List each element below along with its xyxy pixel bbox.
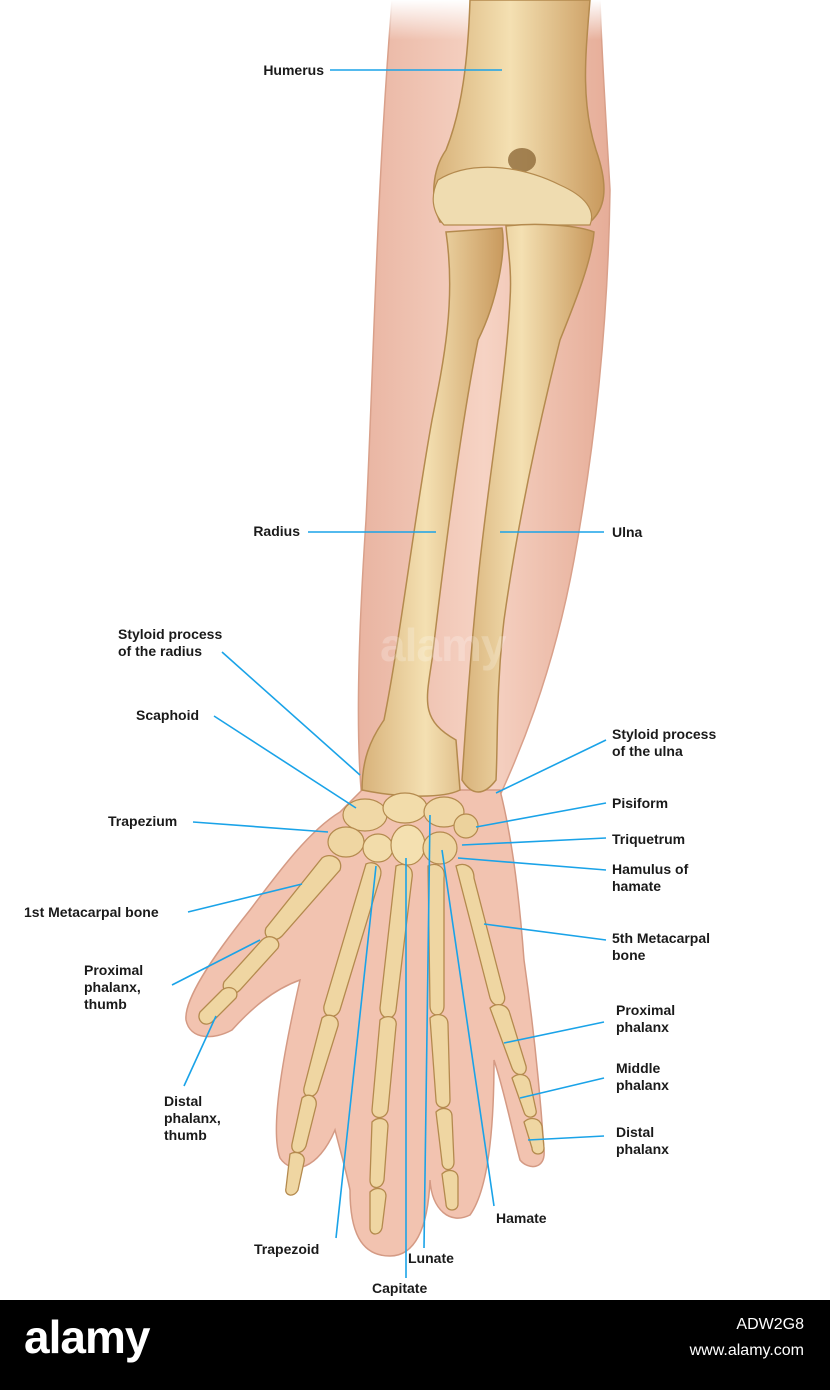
leader-lines [171,69,607,1278]
leader-hamulus [457,857,607,871]
site-url: www.alamy.com [689,1342,804,1359]
leader-distal-phalanx-thumb [183,1015,217,1087]
image-id: ADW2G8 [736,1316,804,1333]
leader-trapezoid [335,865,377,1239]
leader-middle-phalanx [519,1077,605,1099]
leader-triquetrum [461,837,607,846]
label-trapezoid: Trapezoid [254,1241,320,1257]
leader-scaphoid [213,715,357,809]
ulna-bone [461,223,595,793]
carpal-trapezoid [362,833,394,863]
label-lunate: Lunate [408,1250,454,1266]
label-proximal-phalanx: Proximal phalanx [616,1002,676,1035]
leader-lunate [423,814,431,1249]
leader-fifth-metacarpal [483,923,607,941]
label-distal-phalanx-thumb: Distal phalanx, thumb [164,1093,221,1143]
alamy-logo: alamy [24,1311,150,1363]
carpal-triquetrum [423,796,465,828]
leader-hamate [441,849,495,1207]
middle-finger-bones [369,863,413,1235]
label-radius: Radius [253,523,300,539]
label-humerus: Humerus [263,62,324,78]
label-styloid-process-ulna: Styloid process of the ulna [612,726,717,759]
leader-first-metacarpal [187,883,303,913]
carpal-hamate [422,831,458,865]
label-middle-phalanx: Middle phalanx [616,1060,669,1093]
ring-finger-bones [427,863,459,1211]
arm-hand-skeleton-illustration [171,0,620,1278]
label-scaphoid: Scaphoid [136,707,200,723]
footer-bar: alamy ADW2G8 www.alamy.com [0,1300,830,1390]
leader-styloid-ulna [495,739,607,794]
leader-distal-phalanx [527,1135,605,1141]
carpal-capitate [390,824,426,866]
label-first-metacarpal-bone: 1st Metacarpal bone [24,904,159,920]
label-trapezium: Trapezium [108,813,178,829]
index-finger-bones [285,862,382,1196]
label-pisiform: Pisiform [612,795,669,811]
leader-styloid-radius [221,651,361,776]
label-triquetrum: Triquetrum [612,831,686,847]
little-finger-bones [455,863,545,1155]
label-hamate: Hamate [496,1210,547,1226]
label-styloid-process-radius: Styloid process of the radius [118,626,223,659]
leader-proximal-phalanx-thumb [171,939,261,986]
label-ulna: Ulna [612,524,643,540]
watermark-text: alamy [380,619,506,671]
carpal-trapezium [327,826,365,858]
leader-trapezium [192,821,329,833]
label-hamulus-of-hamate: Hamulus of hamate [612,861,689,894]
label-capitate: Capitate [372,1280,428,1296]
leader-proximal-phalanx [503,1021,605,1044]
label-proximal-phalanx-thumb: Proximal phalanx, thumb [84,962,144,1012]
label-fifth-metacarpal-bone: 5th Metacarpal bone [612,930,711,963]
thumb-bones [198,855,342,1025]
carpal-pisiform [453,813,479,839]
leader-pisiform [475,802,607,828]
carpal-lunate [382,792,428,824]
label-distal-phalanx: Distal phalanx [616,1124,669,1157]
